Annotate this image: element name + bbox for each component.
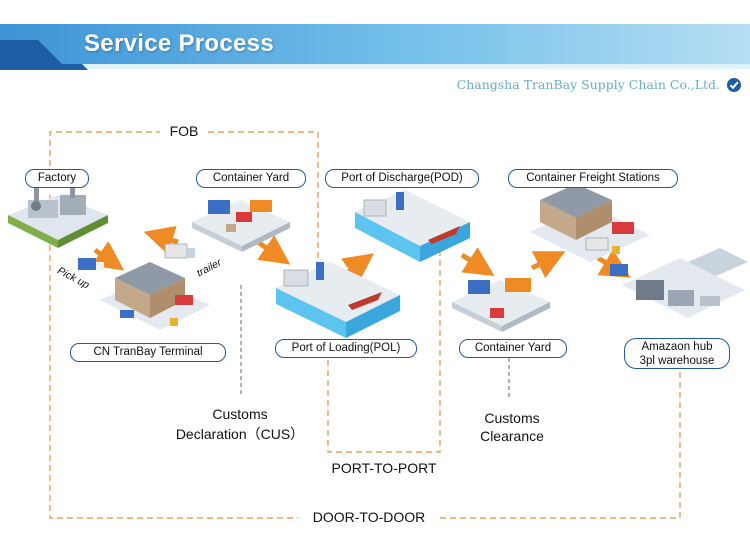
- factory-illustration: [8, 184, 108, 248]
- stage-container-yard-2: Container Yard: [459, 339, 567, 358]
- stage-amazon-hub: Amazaon hub 3pl warehouse: [624, 338, 730, 369]
- page-title: Service Process: [84, 30, 274, 57]
- customs-clearance-line2: Clearance: [480, 428, 544, 444]
- trailer-illustration: [164, 243, 195, 259]
- container-yard-1-illustration: [192, 200, 290, 252]
- stage-container-freight-stations: Container Freight Stations: [508, 169, 678, 188]
- door-to-door-label: DOOR-TO-DOOR: [312, 509, 426, 525]
- amazon-hub-illustration: [610, 248, 748, 318]
- amazon-hub-line2: 3pl warehouse: [639, 355, 715, 367]
- customs-declaration-line1: Customs: [212, 406, 268, 422]
- stage-container-yard-1: Container Yard: [196, 169, 306, 188]
- company-name: Changsha TranBay Supply Chain Co.,Ltd.: [456, 77, 720, 92]
- port-to-port-label: PORT-TO-PORT: [331, 460, 437, 476]
- stage-port-of-discharge: Port of Discharge(POD): [325, 169, 479, 188]
- header-underbar: [0, 64, 750, 70]
- amazon-hub-line1: Amazaon hub: [641, 341, 713, 353]
- port-of-loading-illustration: [276, 262, 400, 338]
- customs-declaration-line2: Declaration（CUS）: [175, 426, 305, 442]
- pickup-truck-illustration: [78, 258, 104, 270]
- check-badge-icon: [727, 78, 741, 92]
- fob-scope-line: [49, 131, 319, 300]
- door-to-door-scope-line: [49, 195, 681, 519]
- port-of-discharge-illustration: [355, 190, 470, 262]
- stage-port-of-loading: Port of Loading(POL): [275, 339, 417, 358]
- container-yard-2-illustration: [452, 278, 550, 332]
- cfs-illustration: [530, 184, 650, 262]
- header-band: [0, 24, 750, 64]
- stage-cn-terminal: CN TranBay Terminal: [70, 343, 226, 362]
- port-to-port-scope-line: [327, 250, 441, 453]
- cn-terminal-illustration: [100, 262, 210, 330]
- fob-label: FOB: [169, 123, 199, 139]
- customs-clearance-line1: Customs: [484, 410, 540, 426]
- stage-factory: Factory: [25, 169, 89, 188]
